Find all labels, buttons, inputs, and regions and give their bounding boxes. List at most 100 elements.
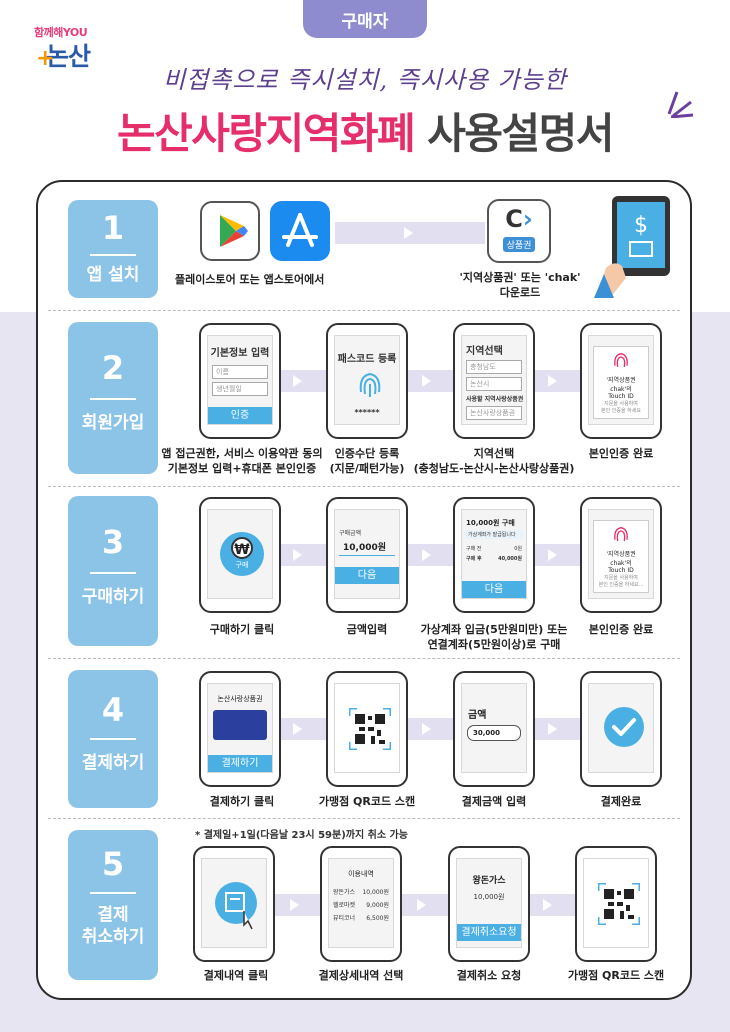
phone-screen: '지역상품권 chak'의 Touch ID 지문을 사용하여 본인 인증을 하… [588, 335, 654, 425]
next-button[interactable]: 다음 [335, 567, 399, 584]
chak-app-icon: C› 상품권 [487, 199, 551, 263]
balance-key: 구매 후 [466, 556, 482, 562]
dialog-line: 지문을 사용하여 [604, 575, 638, 581]
caption-line: (지문/패턴가능) [329, 462, 405, 476]
play-store-icon [200, 201, 260, 261]
purchase-title: 10,000원 구매 [466, 519, 515, 527]
phone-touch-id: '지역상품권 chak'의 Touch ID 지문을 사용하여 본인 인증을 하… [580, 497, 662, 613]
fingerprint-icon [359, 372, 381, 397]
won-icon: ₩ [231, 537, 253, 559]
caption-line: 가상계좌 입금(5만원미만) 또는 [420, 623, 568, 636]
phone-pay-start: 논산사랑상품권 결제하기 [199, 671, 281, 787]
cancel-request-button[interactable]: 결제취소요청 [457, 924, 521, 941]
phone-screen [588, 683, 654, 773]
sparkle-icon [667, 91, 694, 118]
phone-screen: 왕돈가스 10,000원 결제취소요청 [456, 858, 522, 948]
history-amount: 9,000원 [366, 902, 389, 909]
history-store: 뷰티코너 [333, 915, 356, 922]
phone-screen [334, 683, 400, 773]
divider [48, 658, 680, 659]
step3-caption-3: 가상계좌 입금(5만원미만) 또는 연결계좌(5만원이상)로 구매 [394, 622, 594, 653]
phone-qr-scan [326, 671, 408, 787]
city-field[interactable]: 논산시 [466, 377, 522, 391]
phone-amount-input: 구매금액 10,000원 다음 [326, 497, 408, 613]
qr-code-icon [598, 883, 640, 925]
next-button[interactable]: 다음 [462, 581, 526, 598]
step-number: 3 [101, 523, 125, 561]
voucher-field[interactable]: 논산사랑상품권 [466, 406, 522, 420]
step3-caption-1: 구매하기 클릭 [209, 623, 275, 636]
caption-line: 앱 접근권한, 서비스 이용약관 동의 [161, 447, 323, 460]
history-store: 헬로마켓 [333, 902, 356, 909]
history-row[interactable]: 헬로마켓 9,000원 [329, 898, 393, 911]
step4-caption-3: 결제금액 입력 [461, 795, 527, 808]
voucher-card [213, 710, 267, 740]
step-badge-4: 4 결제하기 [68, 670, 158, 808]
voucher-title: 논산사랑상품권 [217, 695, 263, 703]
step-divider [90, 572, 136, 574]
chak-label: 상품권 [502, 237, 536, 252]
name-field[interactable]: 이름 [212, 365, 268, 379]
arrow-right-icon [293, 723, 302, 735]
step-badge-2: 2 회원가입 [68, 322, 158, 474]
pay-button[interactable]: 결제하기 [208, 755, 272, 772]
chak-logo-icon: C› [505, 205, 533, 233]
step-badge-3: 3 구매하기 [68, 496, 158, 646]
dollar-icon: $ [634, 213, 648, 238]
phone-qr-scan [575, 846, 657, 962]
purchase-label: 구매 [235, 561, 249, 569]
history-amount: 10,000원 [362, 889, 389, 896]
balance-value: 40,000원 [498, 556, 522, 562]
voucher-label: 사용할 지역사랑상품권 [466, 396, 524, 403]
step-name: 결제하기 [81, 753, 145, 773]
fingerprint-icon [614, 526, 628, 542]
step-name: 결제 [97, 905, 129, 925]
phone-passcode: 패스코드 등록 ****** [326, 323, 408, 439]
phone-history [193, 846, 275, 962]
arrow-right-icon [422, 723, 431, 735]
step3-caption-4: 본인인증 완료 [588, 623, 654, 636]
birthdate-field[interactable]: 생년월일 [212, 382, 268, 396]
step-badge-1: 1 앱 설치 [68, 200, 158, 298]
amount-label: 구매금액 [339, 530, 362, 537]
step4-caption-2: 가맹점 QR코드 스캔 [318, 795, 416, 808]
store-amount: 10,000원 [473, 893, 505, 901]
amount-field[interactable]: 30,000 [467, 725, 521, 741]
arrow-right-icon [548, 723, 557, 735]
divider [48, 818, 680, 819]
step1-caption-right: '지역상품권' 또는 'chak' 다운로드 [420, 270, 620, 301]
balance-row: 구매 후 40,000원 [462, 552, 526, 562]
dialog-line: Touch ID [608, 393, 634, 400]
account-notice: 가상계좌가 발급됩니다 [465, 530, 523, 539]
buyer-tag: 구매자 [303, 0, 427, 38]
purchase-button[interactable]: ₩ 구매 [220, 532, 264, 576]
caption-line: 지역선택 [473, 447, 515, 460]
logo-slogan: 함께해YOU [34, 26, 88, 39]
title-part2: 사용설명서 [427, 109, 614, 158]
phone-touch-id: '지역상품권 chak'의 Touch ID 지문을 사용하여 본인 인증을 하… [580, 323, 662, 439]
dialog-line: Touch ID [608, 567, 634, 574]
arrow-right-icon [422, 549, 431, 561]
step4-caption-1: 결제하기 클릭 [209, 795, 275, 808]
step-number: 4 [101, 691, 125, 729]
passcode-dots: ****** [354, 408, 380, 417]
dialog-line: 본인 인증을 하세요 [601, 408, 641, 414]
phone-basic-info: 기본정보 입력 이름 생년월일 인증 [199, 323, 281, 439]
verify-button[interactable]: 인증 [208, 407, 272, 424]
phone-screen: 논산사랑상품권 결제하기 [207, 683, 273, 773]
step3-caption-2: 금액입력 [346, 623, 388, 636]
dialog-line: 본인 인증을 하세요... [598, 582, 644, 588]
step2-caption-1: 앱 접근권한, 서비스 이용약관 동의 기본정보 입력+휴대폰 본인인증 [142, 446, 342, 477]
amount-field[interactable]: 10,000원 [339, 537, 395, 556]
qr-code-icon [349, 708, 391, 750]
province-field[interactable]: 충청남도 [466, 360, 522, 374]
receipt-tap-icon[interactable] [214, 881, 260, 931]
cancel-note: * 결제일+1일(다음날 23시 59분)까지 취소 가능 [195, 830, 408, 841]
arrow-right-icon [543, 899, 552, 911]
